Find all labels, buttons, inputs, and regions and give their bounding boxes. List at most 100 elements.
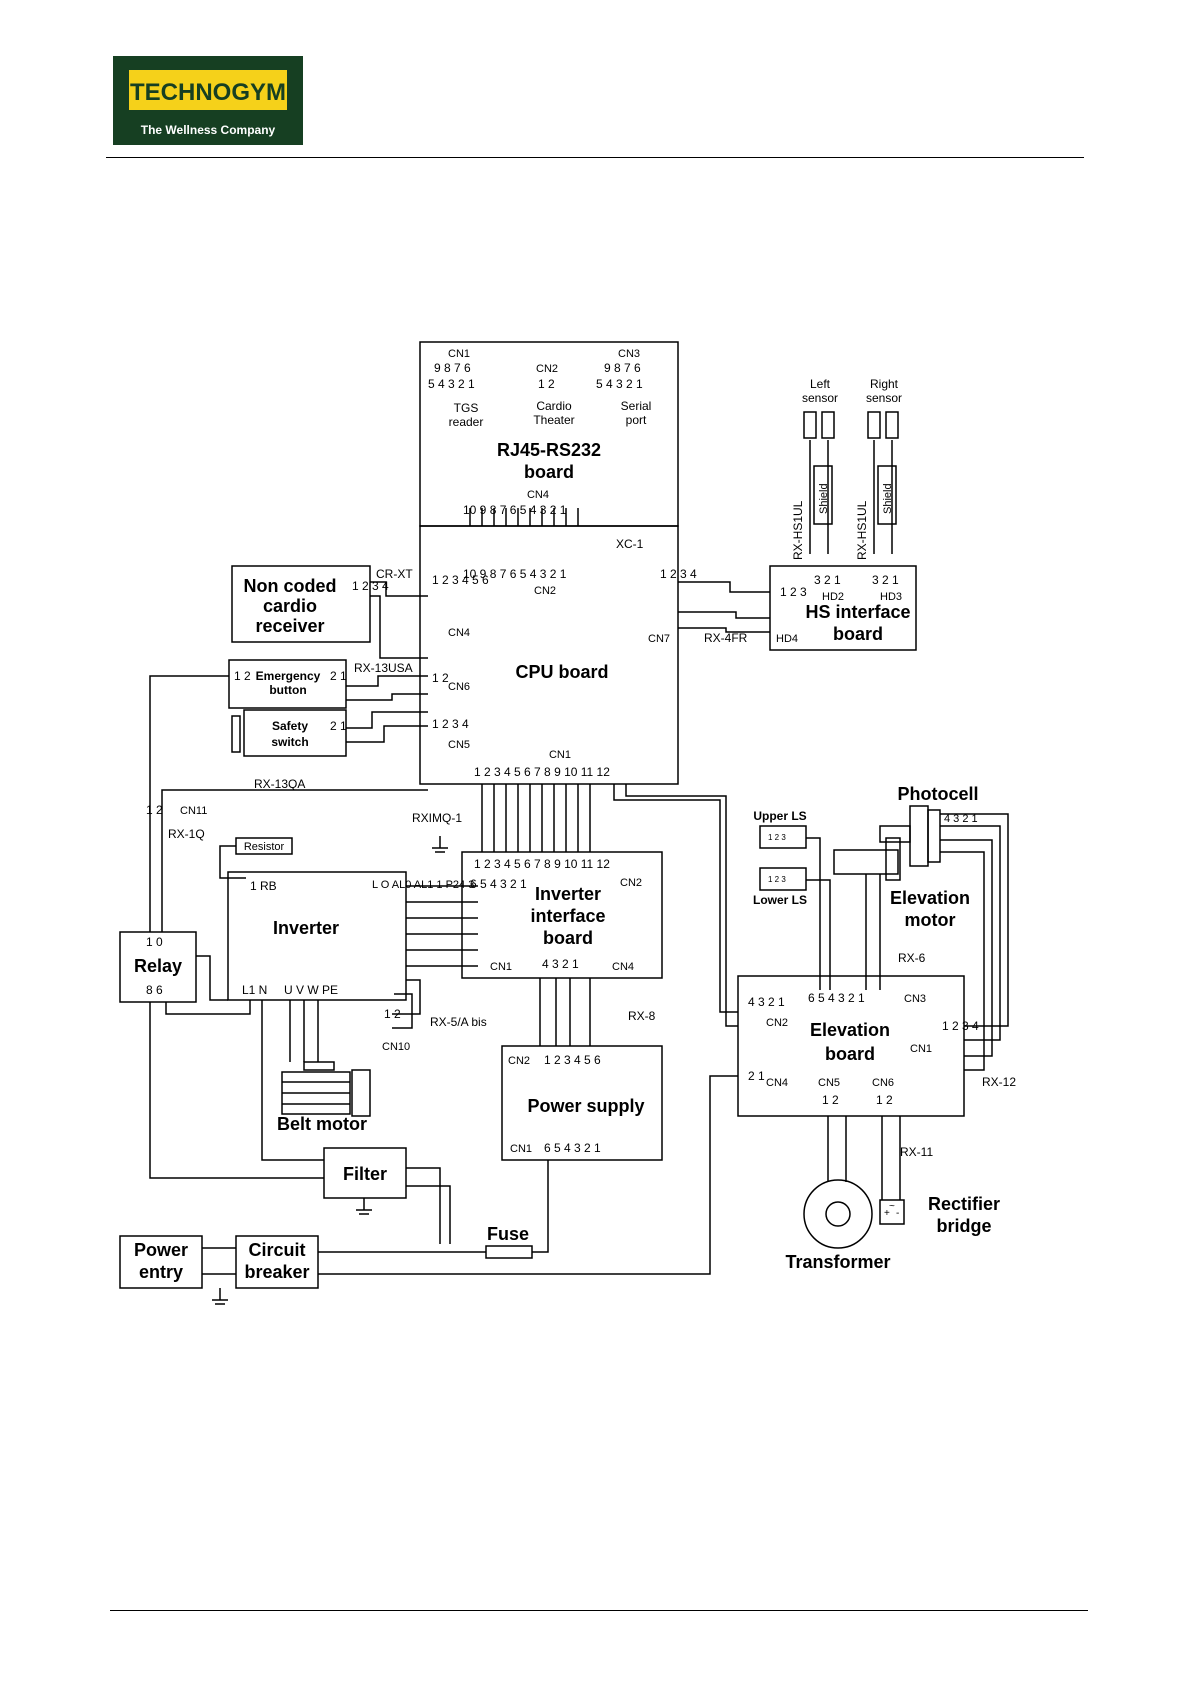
inv-if-cn4-pins: 4 3 2 1 <box>542 957 579 971</box>
cn10-label: CN10 <box>382 1041 410 1053</box>
photocell-pins: 4 3 2 1 <box>944 813 978 825</box>
inv-if-cn2-label: CN2 <box>620 877 642 889</box>
inv-if-left-pins: 6 5 4 3 2 1 <box>470 877 527 891</box>
elev-title-2: board <box>825 1044 875 1064</box>
belt-motor-label: Belt motor <box>277 1114 367 1134</box>
inv-if-cn1-label: CN1 <box>490 961 512 973</box>
hs-hd3-pins: 3 2 1 <box>872 573 899 587</box>
rectifier-label-2: bridge <box>936 1216 991 1236</box>
cpu-cn4-label: CN4 <box>448 627 470 639</box>
receiver-label-3: receiver <box>255 616 324 636</box>
psu-cn1-label: CN1 <box>510 1143 532 1155</box>
relay-bot-pins: 8 6 <box>146 983 163 997</box>
inv-if-title-3: board <box>543 928 593 948</box>
rj45-cn1-bot: 5 4 3 2 1 <box>428 377 475 391</box>
elev-cn2-pins: 4 3 2 1 <box>748 995 785 1009</box>
inv-if-title-1: Inverter <box>535 884 601 904</box>
inverter-uvw-pins: U V W PE <box>284 983 338 997</box>
rectifier-label-1: Rectifier <box>928 1194 1000 1214</box>
hs-title-2: board <box>833 624 883 644</box>
logo-badge <box>129 70 287 110</box>
cpu-cn1-pins: 1 2 3 4 5 6 7 8 9 10 11 12 <box>474 765 610 779</box>
power-entry-label-1: Power <box>134 1240 188 1260</box>
technogym-logo: TECHNOGYM The Wellness Company <box>113 56 303 145</box>
cpu-cn5-pins: 1 2 3 4 <box>432 717 469 731</box>
cpu-cn4-pins: 1 2 3 4 5 6 <box>432 573 489 587</box>
cpu-cn5-label: CN5 <box>448 739 470 751</box>
relay-title: Relay <box>134 956 182 976</box>
right-shield-label: Shield <box>882 483 894 514</box>
rj45-tgs-label-2: reader <box>449 415 484 429</box>
elev-motor-label-2: motor <box>905 910 956 930</box>
safety-pins: 2 1 <box>330 719 347 733</box>
elev-motor-label-1: Elevation <box>890 888 970 908</box>
left-rx-hs1ul-label: RX-HS1UL <box>791 500 805 560</box>
photocell-label: Photocell <box>897 784 978 804</box>
hs-hd4-label: HD4 <box>776 633 798 645</box>
cn10-pins: 1 2 <box>384 1007 401 1021</box>
elev-cn4-label: CN4 <box>766 1077 788 1089</box>
cn11-pins: 1 2 <box>146 803 163 817</box>
emergency-label-2: button <box>269 683 306 697</box>
emergency-right-pins: 2 1 <box>330 669 347 683</box>
rj45-cn4-pins: 10 9 8 7 6 5 4 3 2 1 <box>463 503 567 517</box>
left-shield-label: Shield <box>818 483 830 514</box>
psu-cn1-pins: 6 5 4 3 2 1 <box>544 1141 601 1155</box>
transformer-label: Transformer <box>785 1252 890 1272</box>
elev-cn6-label: CN6 <box>872 1077 894 1089</box>
rx-12-label: RX-12 <box>982 1075 1016 1089</box>
logo-brand: TECHNOGYM <box>130 79 286 106</box>
safety-label-1: Safety <box>272 719 308 733</box>
elev-cn5-label: CN5 <box>818 1077 840 1089</box>
rx-5a-bis-label: RX-5/A bis <box>430 1015 487 1029</box>
inverter-right-pins: L O AL0 AL1 1 P24 3 <box>372 879 474 891</box>
psu-title: Power supply <box>527 1096 644 1116</box>
inverter-ln-pins: L1 N <box>242 983 267 997</box>
cpu-cn7-label: CN7 <box>648 633 670 645</box>
rj45-cn1-top: 9 8 7 6 <box>434 361 471 375</box>
rx-1q-label: RX-1Q <box>168 827 205 841</box>
receiver-label-2: cardio <box>263 596 317 616</box>
header-rule <box>106 157 1084 158</box>
emergency-label-1: Emergency <box>256 669 321 683</box>
psu-cn2-label: CN2 <box>508 1055 530 1067</box>
xc1-label: XC-1 <box>616 537 644 551</box>
receiver-label-1: Non coded <box>244 576 337 596</box>
hs-hd2-pins: 3 2 1 <box>814 573 841 587</box>
rximq-1-label: RXIMQ-1 <box>412 811 462 825</box>
logo-tagline: The Wellness Company <box>141 123 276 137</box>
rj45-cn3-bot: 5 4 3 2 1 <box>596 377 643 391</box>
rx-6-label: RX-6 <box>898 951 926 965</box>
elev-cn5-pins: 1 2 <box>822 1093 839 1107</box>
rj45-title-2: board <box>524 462 574 482</box>
elev-cn6-pins: 1 2 <box>876 1093 893 1107</box>
hs-hd2-label: HD2 <box>822 591 844 603</box>
fuse-label: Fuse <box>487 1224 529 1244</box>
cpu-cn6-pins: 1 2 <box>432 671 449 685</box>
lower-ls-label: Lower LS <box>753 893 807 907</box>
rj45-serial-label-2: port <box>626 413 647 427</box>
cpu-title: CPU board <box>515 662 608 682</box>
resistor-label: Resistor <box>244 841 285 853</box>
rj45-cardio-label-1: Cardio <box>536 399 572 413</box>
inv-if-cn2-pins: 1 2 3 4 5 6 7 8 9 10 11 12 <box>474 857 610 871</box>
rj45-cn1-label: CN1 <box>448 348 470 360</box>
elev-cn2-label: CN2 <box>766 1017 788 1029</box>
rx-13usa-label: RX-13USA <box>354 661 413 675</box>
cr-xt-label: CR-XT <box>376 567 413 581</box>
rx-11-label: RX-11 <box>900 1145 933 1159</box>
inverter-title: Inverter <box>273 918 339 938</box>
hs-hd3-label: HD3 <box>880 591 902 603</box>
elev-cn3-label: CN3 <box>904 993 926 1005</box>
rj45-tgs-label-1: TGS <box>454 401 479 415</box>
cpu-cn7-pins: 1 2 3 4 <box>660 567 697 581</box>
rectifier-minus: - <box>896 1208 899 1219</box>
left-sensor-label-2: sensor <box>802 391 838 405</box>
elev-cn1-label: CN1 <box>910 1043 932 1055</box>
lower-ls-pins: 1 2 3 <box>768 875 786 884</box>
left-sensor-label-1: Left <box>810 377 831 391</box>
right-sensor-label-1: Right <box>870 377 899 391</box>
elev-cn4-pins: 2 1 <box>748 1069 765 1083</box>
right-rx-hs1ul-label: RX-HS1UL <box>855 500 869 560</box>
